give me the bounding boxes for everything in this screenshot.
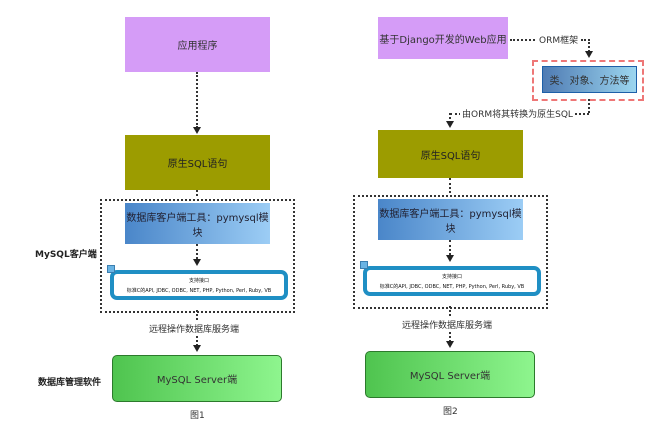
arrow-icon	[585, 51, 593, 58]
connector-line	[196, 310, 198, 320]
connector-line	[449, 240, 451, 255]
arrow-icon	[446, 341, 454, 348]
interface-text: 标准C的API, JDBC, ODBC, NET, PHP, Python, P…	[126, 288, 272, 294]
sql-box: 原生SQL语句	[378, 130, 523, 178]
interface-box: 支持接口 标准C的API, JDBC, ODBC, NET, PHP, Pyth…	[110, 270, 288, 300]
client-tool-box: 数据库客户端工具：pymysql模块	[378, 199, 523, 240]
interface-title: 支持接口	[441, 274, 462, 280]
network-icon	[360, 261, 368, 269]
arrow-icon	[446, 255, 454, 262]
connector-line	[449, 178, 451, 193]
interface-box: 支持接口 标准C的API, JDBC, ODBC, NET, PHP, Pyth…	[363, 266, 541, 296]
connector-line	[449, 306, 451, 316]
app-box: 应用程序	[125, 17, 270, 72]
connector-line	[196, 72, 198, 128]
server-box: MySQL Server端	[365, 351, 535, 398]
orm-label: ORM框架	[537, 33, 581, 46]
connector-line	[449, 113, 451, 123]
connector-line	[196, 244, 198, 259]
remote-label: 远程操作数据库服务端	[402, 321, 493, 331]
side-label-server: 数据库管理软件	[38, 378, 102, 388]
server-box: MySQL Server端	[112, 355, 282, 402]
sql-box: 原生SQL语句	[125, 135, 270, 190]
caption: 图2	[443, 407, 458, 417]
network-icon	[107, 265, 115, 273]
connector-line	[196, 190, 198, 196]
connector-line	[196, 336, 198, 346]
interface-text: 标准C的API, JDBC, ODBC, NET, PHP, Python, P…	[379, 284, 525, 290]
client-tool-box: 数据库客户端工具：pymysql模块	[125, 203, 270, 244]
caption: 图1	[190, 411, 205, 421]
app-box: 基于Django开发的Web应用	[378, 17, 508, 59]
arrow-icon	[446, 121, 454, 128]
connector-line	[588, 39, 590, 52]
connector-line	[588, 99, 590, 113]
remote-label: 远程操作数据库服务端	[149, 325, 240, 335]
arrow-icon	[193, 259, 201, 266]
connector-line	[449, 332, 451, 342]
interface-title: 支持接口	[188, 278, 209, 284]
side-label-client: MySQL客户端	[35, 250, 97, 260]
arrow-icon	[193, 345, 201, 352]
arrow-icon	[193, 127, 201, 134]
convert-label: 由ORM将其转换为原生SQL	[460, 107, 575, 120]
classes-box: 类、对象、方法等	[542, 66, 637, 93]
